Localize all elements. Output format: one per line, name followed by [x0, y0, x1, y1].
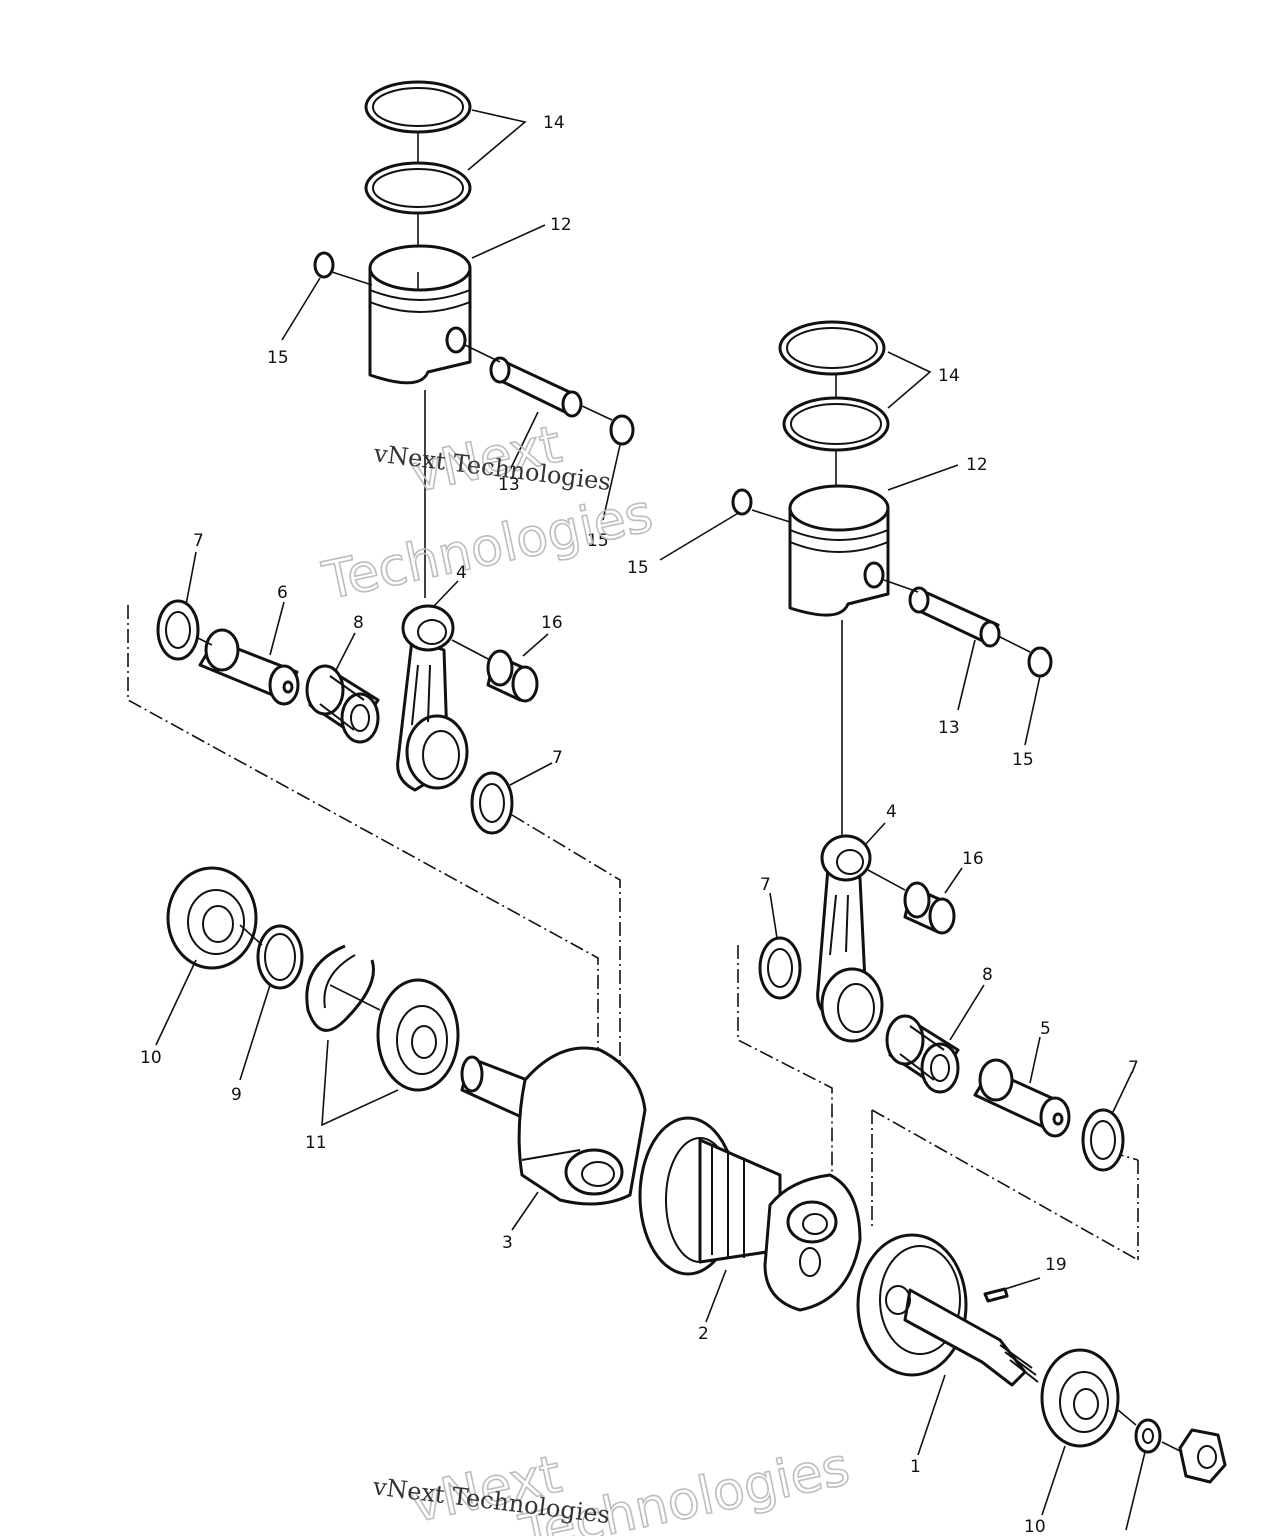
left-crank-pin	[198, 628, 300, 706]
left-snap-ring	[305, 944, 375, 1032]
left-thrust-washer-inner	[470, 771, 514, 835]
callout-4-left: 4	[456, 563, 467, 583]
callout-4-right: 4	[886, 802, 897, 822]
left-oil-seal	[256, 924, 304, 990]
callout-16-right: 16	[962, 849, 984, 869]
right-thrust-washer-inner	[1081, 1108, 1125, 1172]
callout-12-right: 12	[966, 455, 988, 475]
callout-6: 6	[277, 583, 288, 603]
callout-16-left: 16	[541, 613, 563, 633]
callout-14-left: 14	[543, 113, 565, 133]
right-piston-ring-top	[778, 320, 886, 376]
callout-7-left-outer: 7	[193, 531, 204, 551]
woodruff-key	[983, 1287, 1009, 1303]
callout-5: 5	[1040, 1019, 1051, 1039]
right-crank-end-parts	[1040, 1348, 1227, 1484]
watermark-word-upper: Technologies	[318, 484, 658, 612]
left-connecting-rod	[396, 604, 469, 792]
callout-7-right-inner: 7	[1128, 1058, 1139, 1078]
crankshaft-right-half	[856, 1233, 1039, 1387]
right-crank-pin	[973, 1058, 1071, 1138]
callout-15-left-inner: 15	[587, 531, 609, 551]
callout-13-left: 13	[498, 475, 520, 495]
right-piston	[788, 484, 890, 617]
left-connecting-rod-assembly	[156, 599, 539, 835]
callout-10-right: 10	[1024, 1517, 1046, 1536]
callout-15-right-inner: 15	[1012, 750, 1034, 770]
callout-12-left: 12	[550, 215, 572, 235]
right-thrust-washer-outer	[758, 936, 802, 1000]
left-piston-circlip-outer	[313, 251, 335, 279]
watermark-lower: vNext Technologies vNext Technologies	[370, 1436, 855, 1536]
callout-19: 19	[1045, 1255, 1067, 1275]
callout-15-left-outer: 15	[267, 348, 289, 368]
callout-9: 9	[231, 1085, 242, 1105]
right-piston-pin	[908, 586, 1001, 648]
right-main-bearing	[1040, 1348, 1120, 1448]
crankshaft-center-section	[638, 1116, 862, 1312]
callout-2: 2	[698, 1324, 709, 1344]
right-connecting-rod-assembly	[758, 834, 1125, 1172]
right-big-end-needle-bearing	[885, 1014, 960, 1094]
callout-1: 1	[910, 1457, 921, 1477]
left-piston-assembly	[313, 80, 635, 598]
callout-14-right: 14	[938, 366, 960, 386]
left-crank-end-parts	[166, 866, 460, 1092]
callout-11: 11	[305, 1133, 327, 1153]
right-connecting-rod	[816, 834, 884, 1043]
left-inner-main-bearing	[376, 978, 460, 1092]
crankshaft-left-half	[460, 1046, 647, 1206]
left-piston	[368, 244, 472, 385]
callout-8-left: 8	[353, 613, 364, 633]
callout-8-right: 8	[982, 965, 993, 985]
callout-13-right: 13	[938, 718, 960, 738]
crankshaft-nut	[1178, 1428, 1227, 1484]
left-piston-ring-top	[364, 80, 472, 134]
left-small-end-bearing	[486, 649, 539, 703]
callout-10-left: 10	[140, 1048, 162, 1068]
crankshaft-assembly	[460, 1046, 1039, 1387]
left-piston-ring-second	[364, 161, 472, 215]
callout-leader-lines	[155, 109, 1146, 1531]
watermark-upper: vNext Technologies vNext Technologies	[317, 414, 659, 613]
callout-3: 3	[502, 1233, 513, 1253]
callout-7-left-inner: 7	[552, 748, 563, 768]
right-small-end-bearing	[903, 881, 956, 935]
right-washer	[1134, 1418, 1162, 1454]
right-piston-circlip-inner	[1027, 646, 1053, 678]
callout-15-right-outer: 15	[627, 558, 649, 578]
left-main-bearing	[166, 866, 258, 970]
right-piston-circlip-outer	[731, 488, 753, 516]
callout-7-right-outer: 7	[760, 875, 771, 895]
callout-numbers: 14 12 15 13 15 7 6 8 4 16 7 14 12 15 13 …	[140, 113, 1139, 1536]
right-piston-ring-second	[782, 396, 890, 452]
assembly-reference-lines	[127, 605, 1139, 1261]
left-piston-circlip-inner	[609, 414, 635, 446]
left-piston-pin	[489, 356, 583, 418]
left-thrust-washer-outer	[156, 599, 200, 661]
left-big-end-needle-bearing	[305, 664, 380, 744]
right-piston-assembly	[731, 320, 1053, 838]
